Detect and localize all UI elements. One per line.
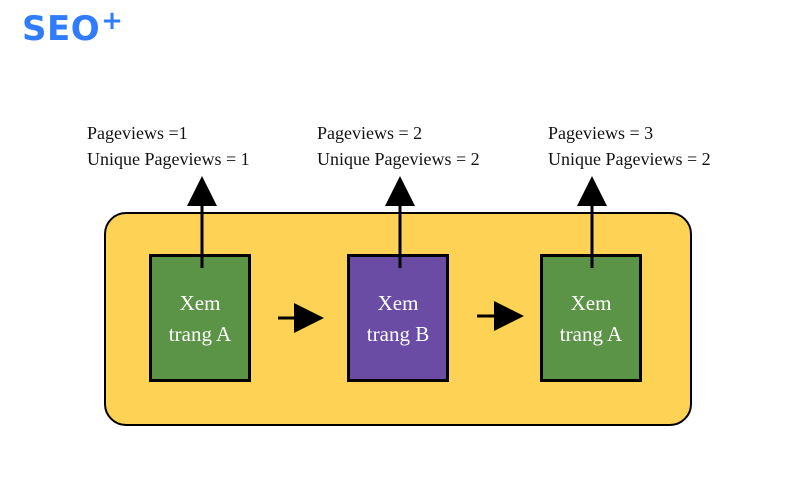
- page-view-box-3: Xem trang A: [540, 254, 642, 382]
- page-view-box-2: Xem trang B: [347, 254, 449, 382]
- stat-block-1: Pageviews =1 Unique Pageviews = 1: [87, 120, 250, 172]
- stat-block-3: Pageviews = 3 Unique Pageviews = 2: [548, 120, 711, 172]
- pageviews-label-2: Pageviews = 2: [317, 123, 423, 143]
- page-view-box-1-line-1: Xem: [179, 290, 221, 315]
- logo-text: SEO: [22, 9, 101, 49]
- page-view-box-2-line-1: Xem: [377, 290, 419, 315]
- logo-plus-sign: +: [101, 6, 124, 36]
- page-view-box-1-line-2: trang A: [168, 321, 232, 346]
- page-view-box-1: Xem trang A: [149, 254, 251, 382]
- stat-block-2: Pageviews = 2 Unique Pageviews = 2: [317, 120, 480, 172]
- seo-plus-logo: SEO +: [22, 8, 123, 49]
- unique-pageviews-label-2: Unique Pageviews = 2: [317, 149, 480, 169]
- unique-pageviews-label-1: Unique Pageviews = 1: [87, 149, 250, 169]
- unique-pageviews-label-3: Unique Pageviews = 2: [548, 149, 711, 169]
- page-view-box-2-line-2: trang B: [366, 321, 430, 346]
- pageviews-label-1: Pageviews =1: [87, 123, 188, 143]
- page-view-box-3-line-2: trang A: [559, 321, 623, 346]
- pageviews-label-3: Pageviews = 3: [548, 123, 654, 143]
- page-view-box-3-line-1: Xem: [570, 290, 612, 315]
